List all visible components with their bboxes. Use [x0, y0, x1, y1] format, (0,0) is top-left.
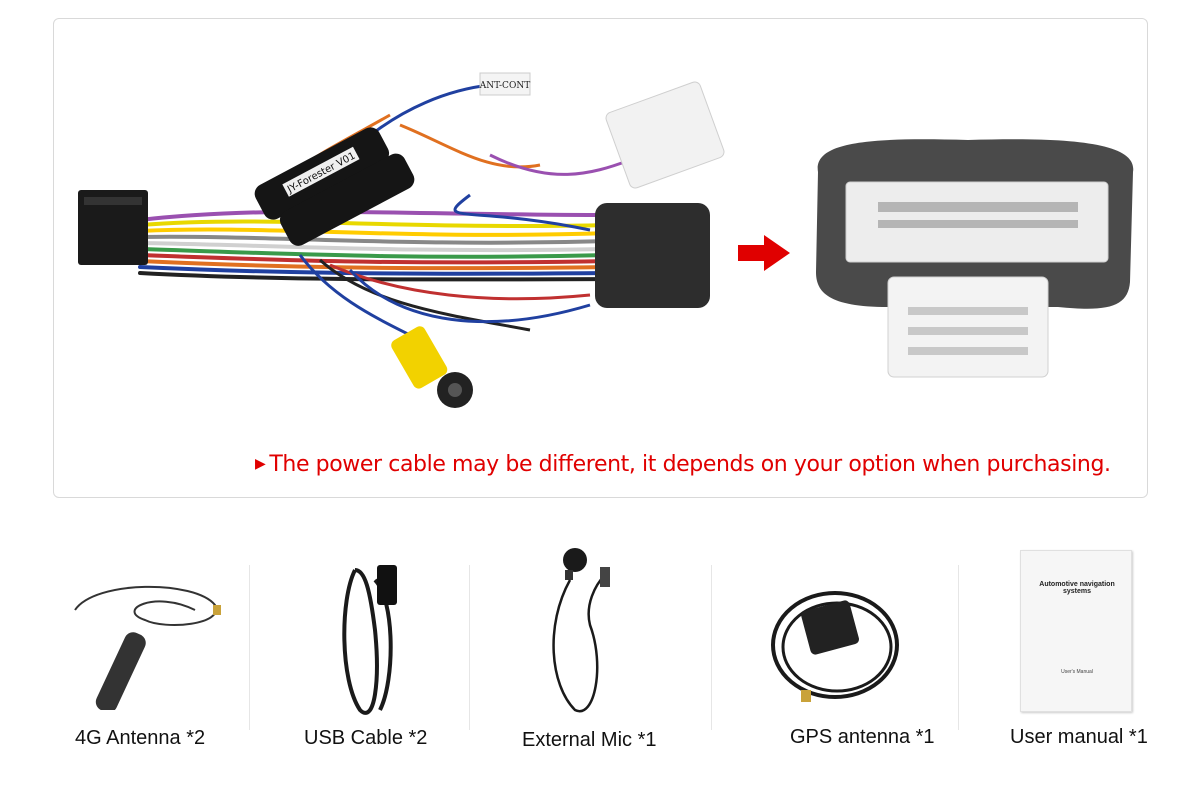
accessory-caption: 4G Antenna *2: [75, 727, 206, 749]
accessory-caption: External Mic *1: [522, 729, 657, 751]
accessory-caption: GPS antenna *1: [790, 726, 935, 748]
usb-cable-icon: [342, 565, 397, 715]
ant-cont-label: ANT-CONT: [479, 81, 530, 91]
manual-icon: Automotive navigation systems User's Man…: [1020, 550, 1132, 712]
accessory-caption: USB Cable *2: [304, 727, 428, 749]
gps-antenna-icon: [771, 591, 899, 702]
arrow-right-icon: [738, 235, 790, 271]
divider: [958, 565, 959, 730]
divider: [711, 565, 712, 730]
power-cable-note: ▶The power cable may be different, it de…: [255, 452, 1135, 477]
triangle-right-icon: ▶: [255, 456, 266, 472]
accessory-caption: User manual *1: [1010, 726, 1148, 748]
divider: [249, 565, 250, 730]
divider: [469, 565, 470, 730]
manual-title: Automotive navigation systems: [1039, 581, 1115, 595]
connector-closeup-photo: [816, 139, 1134, 378]
4g-antenna-icon: [74, 585, 221, 710]
microphone-icon: [552, 548, 610, 713]
wiring-harness-photo: JY-Forester V01 ANT-CONT: [78, 72, 725, 408]
note-text: The power cable may be different, it dep…: [269, 452, 1111, 477]
manual-subtitle: User's Manual: [1061, 669, 1093, 675]
